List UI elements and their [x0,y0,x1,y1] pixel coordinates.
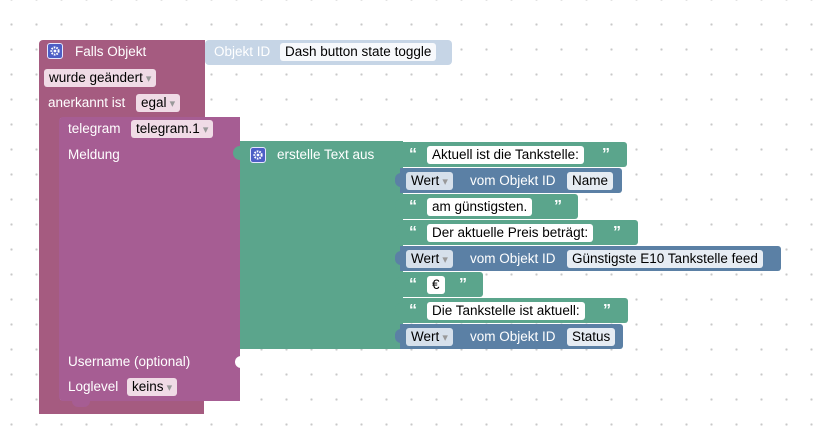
close-quote-icon: ” [602,146,610,163]
text-value[interactable]: Der aktuelle Preis beträgt: [427,224,594,242]
input-connector [395,251,401,265]
text-value[interactable]: Die Tankstelle ist aktuell: [427,302,585,320]
value-type-dropdown[interactable]: Wert [406,328,453,346]
text-value[interactable]: am günstigsten. [427,198,533,216]
create-text-label: erstelle Text aus [277,147,375,162]
value-object-label: vom Objekt ID [470,251,556,266]
value-type-dropdown[interactable]: Wert [406,172,453,190]
username-label: Username (optional) [68,354,191,369]
open-quote-icon: “ [409,224,417,241]
gear-icon[interactable] [250,147,266,163]
value-object-label: vom Objekt ID [470,329,556,344]
loglevel-dropdown[interactable]: keins [127,378,178,396]
open-quote-icon: “ [409,198,417,215]
telegram-label: telegram [68,121,121,136]
value-object-id[interactable]: Günstigste E10 Tankstelle feed [567,250,763,268]
event-block-bottom [39,400,204,414]
gear-icon[interactable] [47,43,63,59]
object-id-label: Objekt ID [214,44,271,59]
input-connector [395,277,401,291]
value-object-label: vom Objekt ID [470,173,556,188]
close-quote-icon: ” [613,224,621,241]
close-quote-icon: ” [459,276,467,293]
telegram-instance-dropdown[interactable]: telegram.1 [131,120,214,138]
telegram-block[interactable] [59,117,240,401]
ack-dropdown[interactable]: egal [136,94,181,112]
message-label: Meldung [68,147,120,162]
username-input-socket[interactable] [235,356,241,368]
input-connector [395,173,401,187]
input-connector [395,329,401,343]
changed-dropdown[interactable]: wurde geändert [44,69,157,87]
value-object-id[interactable]: Name [567,172,614,190]
input-connector [395,225,401,239]
input-connector [395,147,401,161]
text-value[interactable]: Aktuell ist die Tankstelle: [427,146,584,164]
value-object-id[interactable]: Status [567,328,616,346]
event-block-spine [39,110,60,405]
text-value[interactable]: € [427,276,445,294]
close-quote-icon: ” [554,198,562,215]
input-connector [395,303,401,317]
open-quote-icon: “ [409,146,417,163]
input-connector [395,199,401,213]
value-type-dropdown[interactable]: Wert [406,250,453,268]
event-title: Falls Objekt [75,44,147,59]
loglevel-label: Loglevel [68,379,119,394]
create-text-output-connector [233,146,241,160]
create-text-block[interactable] [240,141,403,349]
telegram-block-bottom-notch [72,399,90,407]
open-quote-icon: “ [409,302,417,319]
ack-label: anerkannt ist [48,95,126,110]
open-quote-icon: “ [409,276,417,293]
close-quote-icon: ” [603,302,611,319]
object-id-value[interactable]: Dash button state toggle [280,43,437,61]
